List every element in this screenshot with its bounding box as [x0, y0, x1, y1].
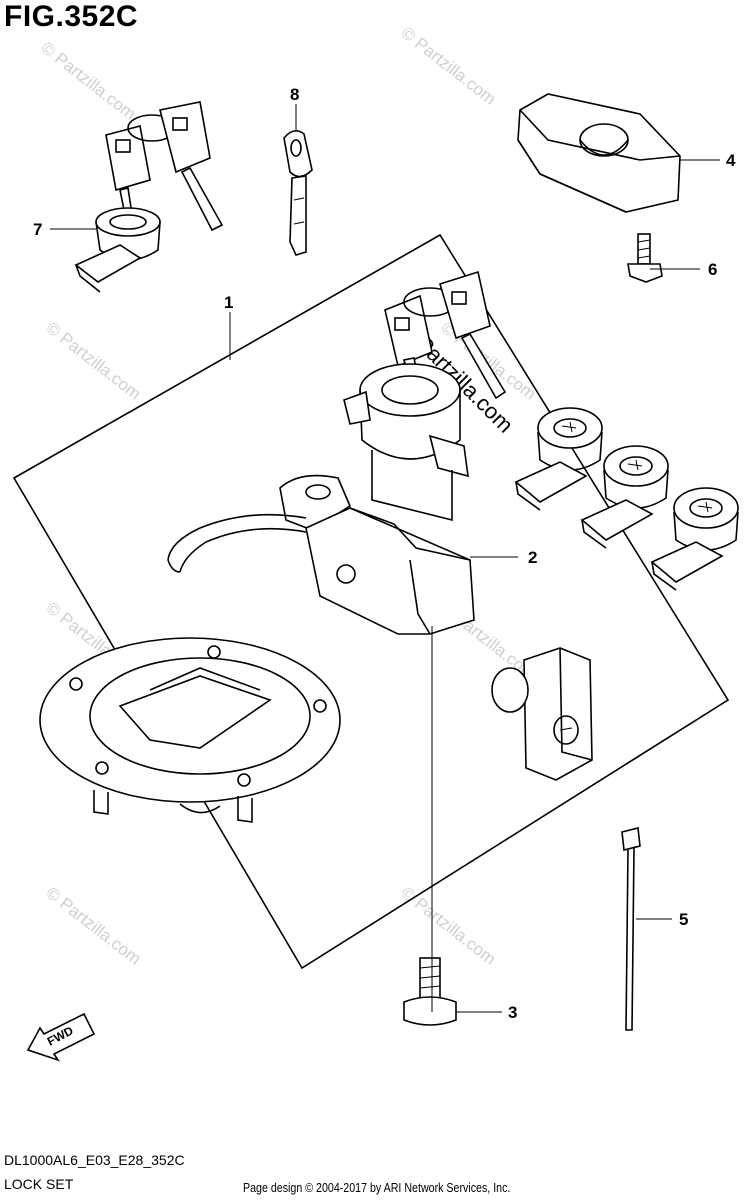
callout-6: 6	[708, 260, 717, 279]
callout-3: 3	[508, 1003, 517, 1022]
page-credit: Page design © 2004-2017 by ARI Network S…	[243, 1180, 511, 1195]
watermark-1: © Partzilla.com	[38, 38, 140, 124]
part-5-cable-tie	[621, 827, 641, 1031]
part-8-key	[283, 130, 313, 256]
part-2-ignition-switch	[167, 270, 507, 635]
callout-7: 7	[33, 220, 42, 239]
callout-5: 5	[679, 910, 688, 929]
seat-lock-3	[650, 487, 739, 591]
kit-boundary	[12, 233, 730, 970]
fuel-cap	[39, 637, 341, 823]
watermark-2: © Partzilla.com	[398, 23, 500, 109]
watermark-7: © Partzilla.com	[43, 883, 145, 969]
model-code: DL1000AL6_E03_E28_352C	[4, 1152, 185, 1168]
part-7-lock-with-keys	[74, 101, 224, 293]
figure-title: FIG.352C	[4, 0, 139, 33]
seat-lock-1	[514, 407, 603, 511]
section-name: LOCK SET	[4, 1176, 74, 1192]
part-3-screw	[403, 957, 457, 1026]
callout-8: 8	[290, 85, 299, 104]
callout-2: 2	[528, 548, 537, 567]
watermark-8: © Partzilla.com	[398, 883, 500, 969]
fwd-arrow-icon: FWD	[26, 1012, 96, 1062]
side-lock	[491, 647, 593, 781]
part-6-bolt	[627, 233, 663, 283]
leader-lines	[50, 104, 720, 1013]
callouts: 1 2 3 4 5 6 7 8	[33, 85, 736, 1022]
callout-4: 4	[726, 151, 736, 170]
seat-lock-2	[580, 445, 669, 549]
callout-1: 1	[224, 293, 233, 312]
watermark-3: © Partzilla.com	[43, 318, 145, 404]
part-4-cover	[517, 93, 681, 213]
